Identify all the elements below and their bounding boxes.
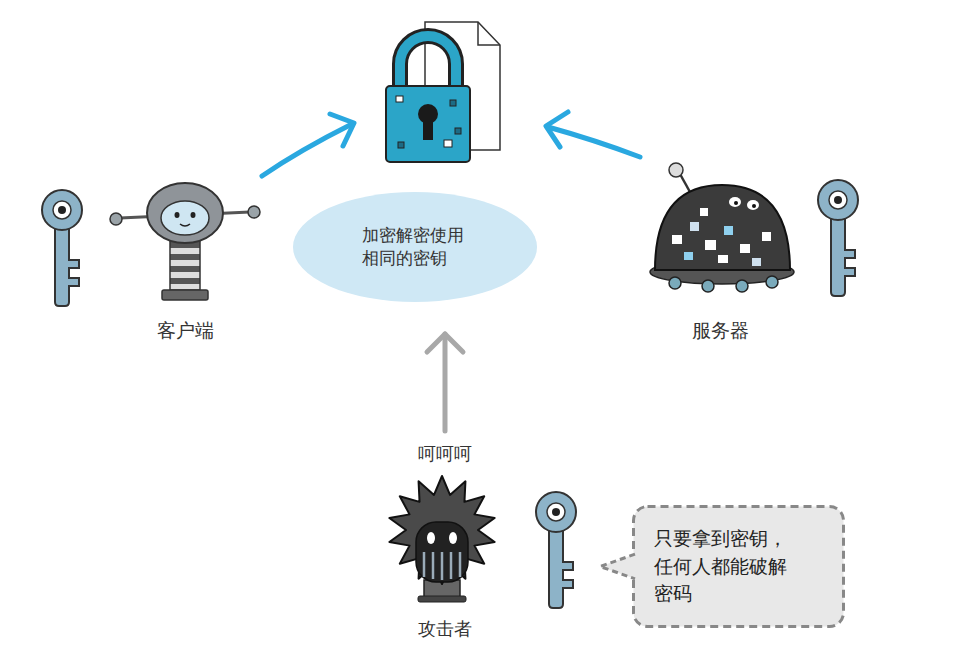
bubble-tail <box>600 554 635 579</box>
client-robot <box>248 206 260 218</box>
attacker-figure <box>416 522 468 582</box>
server-robot <box>766 276 778 288</box>
server-robot <box>729 197 741 207</box>
blue-arrow <box>546 112 568 147</box>
attacker-figure <box>450 552 453 579</box>
client-robot <box>175 212 180 218</box>
figure-label: 攻击者 <box>418 618 472 641</box>
client-robot <box>170 248 200 254</box>
server-robot <box>752 258 761 266</box>
client-robot <box>170 266 200 272</box>
attacker-figure <box>441 552 444 580</box>
client-robot <box>162 290 208 300</box>
attacker-figure <box>423 552 426 577</box>
server-robot <box>680 174 690 192</box>
server-robot <box>718 255 728 263</box>
bubble-shape <box>634 507 844 627</box>
ellipse-text: 加密解密使用 相同的密钥 <box>362 224 467 270</box>
server-robot <box>690 222 699 231</box>
server-robot <box>655 185 790 270</box>
server-robot <box>734 201 738 205</box>
client-robot <box>170 254 200 260</box>
attacker-figure <box>418 596 466 602</box>
attacker-figure <box>389 476 494 602</box>
server-robot <box>700 208 708 216</box>
key-icon <box>818 180 858 296</box>
ellipse-shape <box>293 192 537 302</box>
server-node: 服务器 <box>640 165 800 343</box>
speech-text: 只要拿到密钥，任何人都能破解密码 <box>654 525 789 608</box>
blue-arrow <box>548 127 640 157</box>
key-icon <box>42 190 82 306</box>
server-robot <box>705 240 716 250</box>
client-robot <box>170 260 200 266</box>
client-robot <box>170 240 200 290</box>
document-lock <box>396 96 403 102</box>
client-robot <box>110 213 122 225</box>
client-robot <box>110 183 260 300</box>
server-robot <box>669 277 681 289</box>
server-robot <box>740 244 750 253</box>
attacker-figure <box>389 476 494 584</box>
document-lock <box>400 36 456 92</box>
arrow-shaft <box>443 334 448 431</box>
figure-label: 服务器 <box>692 319 749 343</box>
document-lock <box>444 140 452 147</box>
server-robot <box>650 163 794 292</box>
document-lock <box>398 142 404 148</box>
document-lock <box>386 22 500 162</box>
document-lock <box>455 128 461 134</box>
client-robot <box>191 212 196 218</box>
key-icon <box>42 180 858 608</box>
client-robot <box>147 183 223 243</box>
server-robot <box>702 280 714 292</box>
speech-bubble: 只要拿到密钥，任何人都能破解密码 <box>632 505 845 628</box>
document-lock <box>450 100 456 106</box>
server-robot <box>762 232 771 241</box>
server-robot <box>736 280 748 292</box>
server-robot <box>672 235 682 244</box>
server-robot <box>684 252 693 260</box>
ellipse-shape <box>293 192 537 302</box>
blue-arrow <box>262 124 352 176</box>
document-lock <box>386 86 470 162</box>
client-robot <box>180 224 190 226</box>
blue-arrow <box>262 112 640 176</box>
server-robot <box>752 204 756 208</box>
client-robot <box>170 284 200 290</box>
attacker-figure <box>449 532 457 544</box>
attacker-figure <box>459 552 462 577</box>
figure-label: 呵呵呵 <box>418 443 472 466</box>
client-robot <box>170 278 200 284</box>
document-lock <box>400 36 456 92</box>
client-node: 客户端 <box>105 178 265 343</box>
attacker-node: 呵呵呵攻击者 <box>375 443 515 640</box>
arrow-connector <box>427 334 463 431</box>
document-lock <box>423 114 433 140</box>
key-icon <box>536 492 576 608</box>
client-robot <box>161 201 209 235</box>
server-robot <box>669 163 683 177</box>
arrow-head <box>427 334 463 352</box>
attacker-figure <box>427 532 435 544</box>
server-robot <box>747 200 759 210</box>
attacker-figure <box>432 552 435 579</box>
blue-arrow <box>330 114 354 146</box>
document-lock <box>478 22 500 45</box>
client-robot <box>170 272 200 278</box>
server-robot <box>724 226 733 235</box>
figure-label: 客户端 <box>157 319 214 343</box>
key-ellipse: 加密解密使用 相同的密钥 <box>293 192 537 302</box>
